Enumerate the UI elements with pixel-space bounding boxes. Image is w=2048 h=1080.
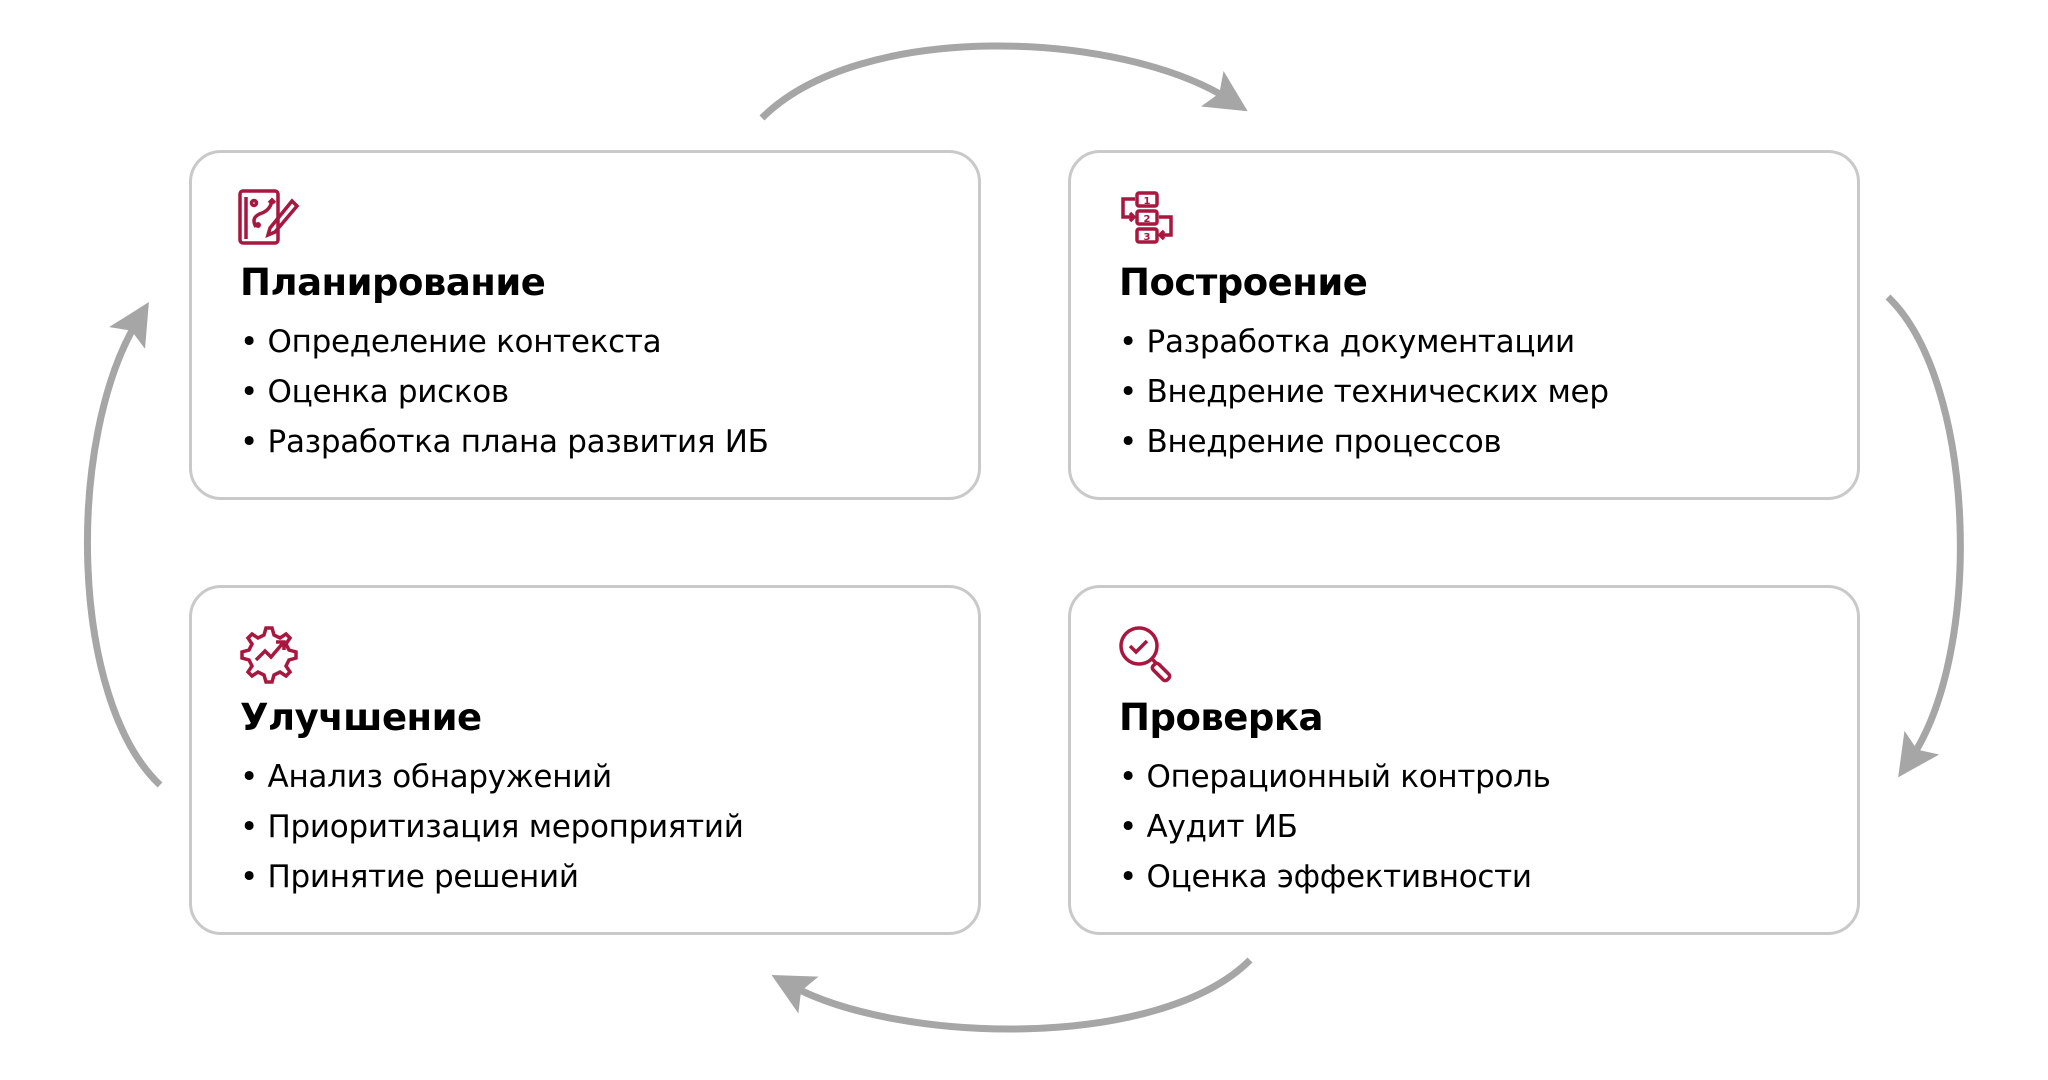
list-item: Определение контекста (240, 317, 769, 367)
arrow-right (1885, 294, 1964, 778)
card-verification: Проверка Операционный контроль Аудит ИБ … (1068, 585, 1860, 935)
list-item: Аудит ИБ (1119, 802, 1551, 852)
magnifier-check-icon (1119, 626, 1172, 683)
svg-text:3: 3 (1144, 232, 1151, 243)
plan-pencil-icon (238, 189, 300, 245)
card-list: Анализ обнаружений Приоритизация меропри… (240, 752, 744, 902)
card-title: Улучшение (240, 696, 482, 739)
arrow-left (84, 302, 163, 788)
svg-text:2: 2 (1144, 214, 1151, 225)
list-item: Разработка документации (1119, 317, 1609, 367)
list-item: Разработка плана развития ИБ (240, 417, 769, 467)
svg-text:1: 1 (1144, 196, 1151, 207)
list-item: Операционный контроль (1119, 752, 1551, 802)
card-title: Построение (1119, 261, 1368, 304)
list-item: Внедрение процессов (1119, 417, 1609, 467)
card-list: Операционный контроль Аудит ИБ Оценка эф… (1119, 752, 1551, 902)
card-improvement: Улучшение Анализ обнаружений Приоритизац… (189, 585, 981, 935)
card-title: Планирование (240, 261, 546, 304)
list-item: Анализ обнаружений (240, 752, 744, 802)
numbered-steps-icon: 1 2 3 (1121, 191, 1173, 244)
list-item: Приоритизация мероприятий (240, 802, 744, 852)
card-title: Проверка (1119, 696, 1323, 739)
list-item: Оценка эффективности (1119, 852, 1551, 902)
card-building: 1 2 3 Построение Разработка документации… (1068, 150, 1860, 500)
card-list: Определение контекста Оценка рисков Разр… (240, 317, 769, 467)
list-item: Оценка рисков (240, 367, 769, 417)
arrow-bottom (771, 957, 1253, 1033)
card-planning: Планирование Определение контекста Оценк… (189, 150, 981, 500)
gear-growth-icon (240, 626, 298, 684)
list-item: Принятие решений (240, 852, 744, 902)
arrow-top (759, 42, 1248, 121)
list-item: Внедрение технических мер (1119, 367, 1609, 417)
card-list: Разработка документации Внедрение технич… (1119, 317, 1609, 467)
